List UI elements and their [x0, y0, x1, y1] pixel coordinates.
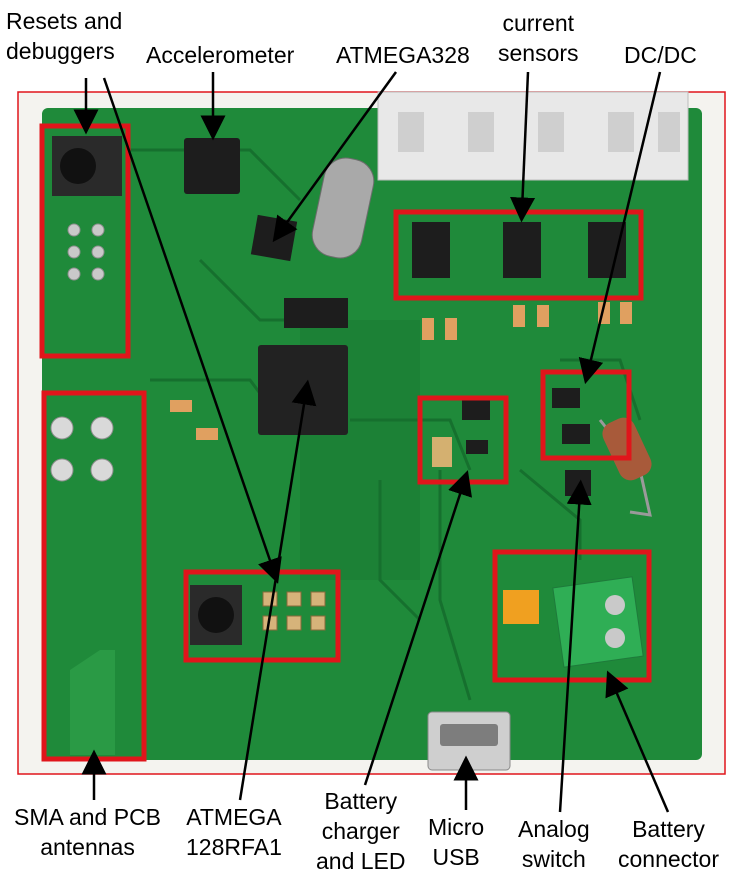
label-current-sensors: current sensors	[498, 10, 579, 66]
label-dcdc: DC/DC	[624, 42, 697, 68]
dcdc-parts	[552, 388, 590, 444]
screw-terminal-block	[377, 91, 689, 181]
pcb-traces	[130, 148, 642, 701]
label-atmega328: ATMEGA328	[336, 42, 470, 68]
label-accelerometer: Accelerometer	[146, 42, 295, 68]
arrow-battery-connector	[605, 670, 670, 813]
crystal-oscillator	[311, 157, 375, 259]
debug-header-top	[67, 223, 105, 281]
arrow-resets-bottom	[102, 77, 282, 584]
arrow-atmega128rfa1	[238, 379, 317, 801]
accelerometer-chip	[184, 138, 240, 194]
reset-button-top	[52, 136, 122, 196]
pointer-arrows	[73, 71, 670, 813]
battery-charger-parts	[432, 400, 490, 467]
smd-capacitors	[170, 302, 632, 440]
label-atmega128rfa1: ATMEGA 128RFA1	[186, 804, 282, 860]
atmega128rfa1-chip	[258, 345, 348, 435]
atmega328-chip	[250, 214, 298, 262]
arrow-current-sensors	[510, 71, 536, 223]
arrow-atmega328	[272, 71, 398, 243]
label-resets-debuggers: Resets and debuggers	[6, 8, 123, 64]
pcb-antenna-trace	[70, 650, 115, 755]
small-ic-chip	[284, 298, 348, 328]
sma-antenna-pads	[50, 416, 114, 482]
current-sensor-chips	[412, 222, 626, 278]
micro-usb-port	[427, 711, 511, 771]
battery-connector-block	[503, 576, 644, 668]
label-micro-usb: Micro USB	[428, 814, 485, 870]
arrow-analog-switch	[558, 479, 592, 813]
arrow-dcdc	[578, 71, 662, 385]
label-battery-charger-led: Battery charger and LED	[316, 788, 406, 874]
label-analog-switch: Analog switch	[518, 816, 590, 872]
label-battery-connector: Battery connector	[618, 816, 720, 872]
analog-switch-chip	[565, 470, 591, 496]
arrow-battery-charger	[363, 470, 472, 786]
label-sma-pcb-antennas: SMA and PCB antennas	[14, 804, 162, 860]
highlight-battery-connector	[492, 549, 652, 683]
reset-button-bottom	[190, 585, 242, 645]
